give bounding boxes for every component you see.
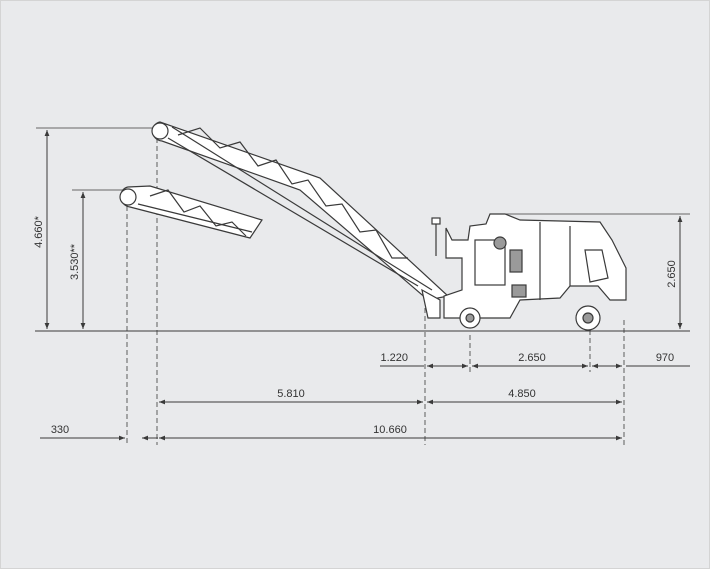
- label-height-low: 3.530**: [69, 243, 81, 280]
- height-extension-lines: [36, 127, 690, 215]
- label-conveyor-offset: 330: [51, 424, 69, 436]
- conveyor-low: [119, 185, 263, 239]
- label-wheelbase: 2.650: [518, 352, 546, 364]
- label-rear-overhang: 970: [656, 352, 674, 364]
- label-height-high: 4.660*: [33, 215, 45, 248]
- label-machine-length: 4.850: [508, 388, 536, 400]
- label-total-length: 10.660: [373, 424, 407, 436]
- label-conveyor-reach: 5.810: [277, 388, 305, 400]
- milling-machine: [421, 213, 627, 331]
- conveyor-high: [151, 121, 450, 301]
- label-height-machine: 2.650: [666, 260, 678, 288]
- label-front-overhang: 1.220: [380, 352, 408, 364]
- extension-lines: [126, 130, 625, 445]
